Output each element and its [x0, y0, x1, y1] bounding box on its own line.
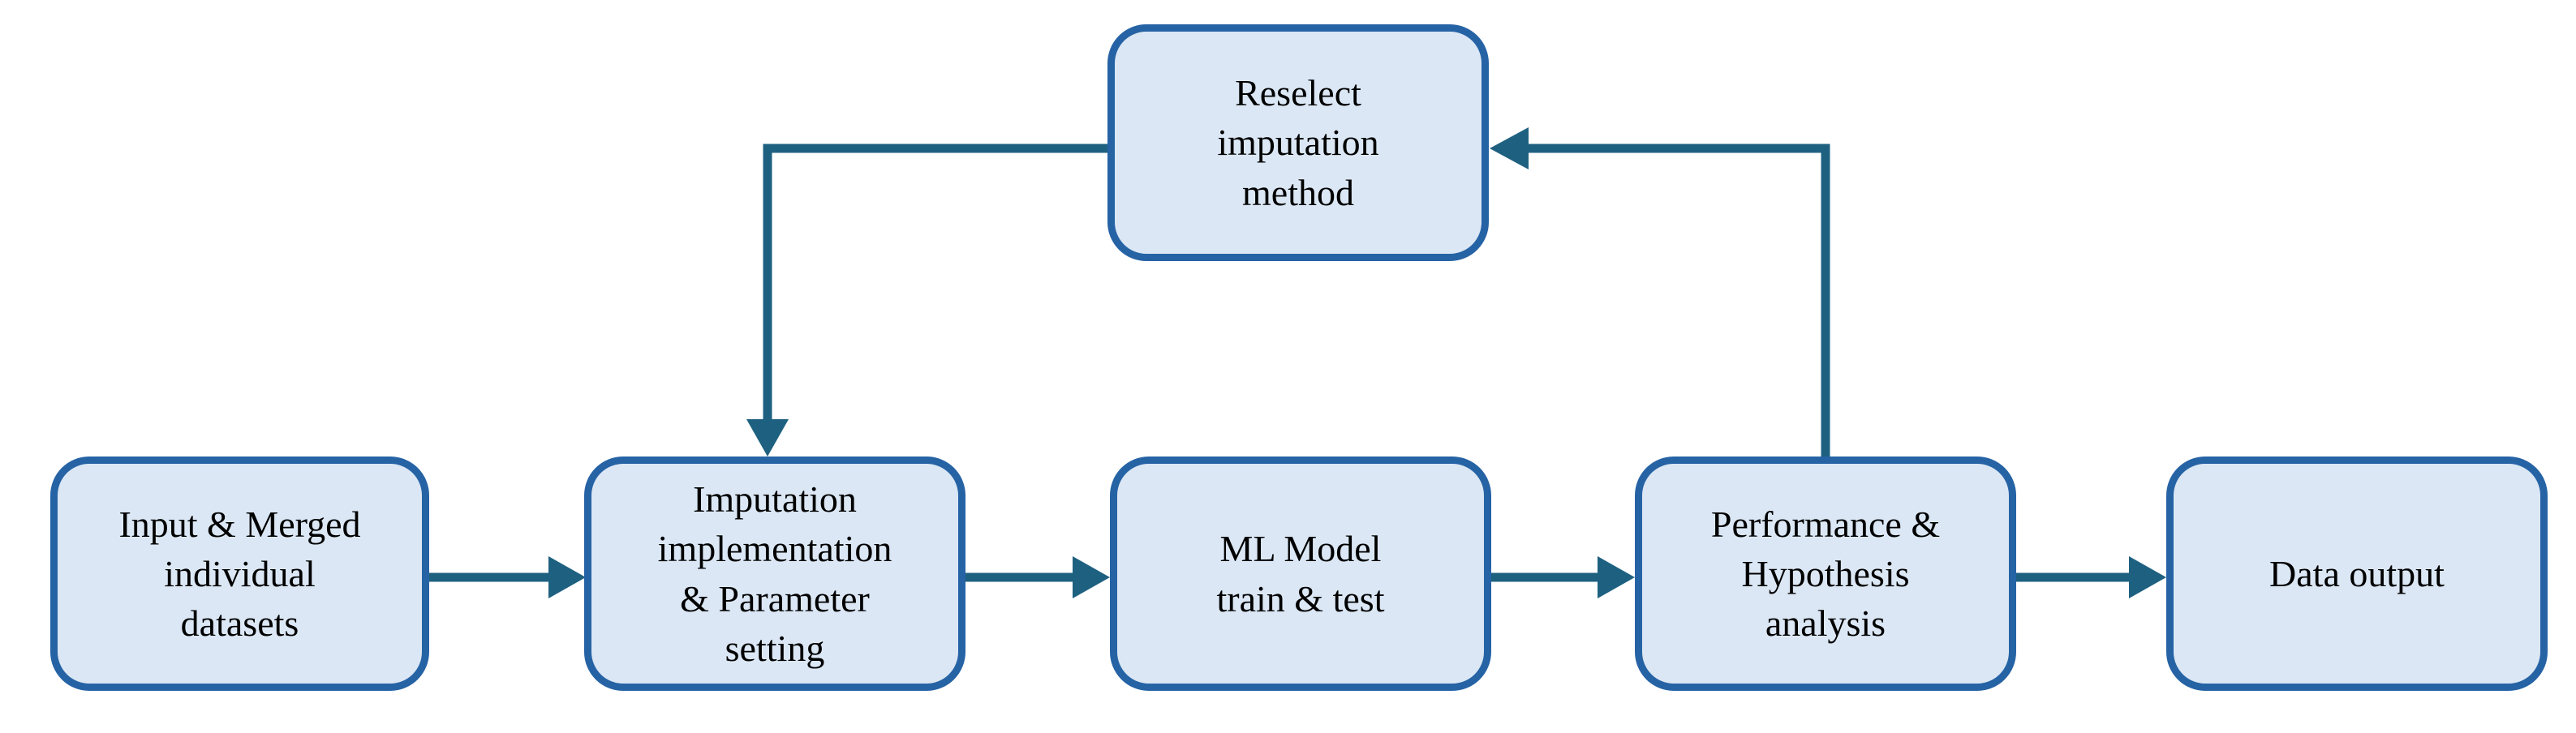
node-label: Data output	[2269, 552, 2445, 594]
arrow-performance-to-reselect	[1490, 127, 1830, 458]
feedback-line-up	[1529, 144, 1830, 458]
arrow-performance-to-output	[2016, 556, 2166, 598]
node-label: ML Model train & test	[1216, 528, 1385, 619]
node-performance-hypothesis-analysis: Performance & Hypothesis analysis	[1635, 457, 2016, 691]
arrowhead-down-icon	[746, 419, 789, 457]
arrowhead-right-icon	[1598, 556, 1635, 598]
node-label: Performance & Hypothesis analysis	[1710, 503, 1941, 645]
arrowhead-left-icon	[1490, 127, 1529, 169]
arrowhead-right-icon	[2129, 556, 2166, 598]
node-label: Reselect imputation method	[1217, 72, 1379, 213]
arrow-reselect-to-imputation	[746, 144, 1107, 457]
node-reselect-imputation-method: Reselect imputation method	[1107, 24, 1489, 261]
node-ml-model-train-test: ML Model train & test	[1110, 457, 1491, 691]
node-label: Input & Merged individual datasets	[118, 503, 361, 645]
node-input-merged-datasets: Input & Merged individual datasets	[50, 457, 429, 691]
node-imputation-implementation: Imputation implementation & Parameter se…	[584, 457, 965, 691]
arrowhead-right-icon	[1073, 556, 1110, 598]
arrow-ml-to-performance	[1491, 556, 1635, 598]
arrow-imputation-to-ml	[965, 556, 1110, 598]
node-label: Imputation implementation & Parameter se…	[657, 478, 892, 669]
arrowhead-right-icon	[548, 556, 586, 598]
arrow-input-to-imputation	[429, 556, 586, 598]
feedback-line-down	[763, 144, 1107, 419]
node-data-output: Data output	[2166, 457, 2548, 691]
